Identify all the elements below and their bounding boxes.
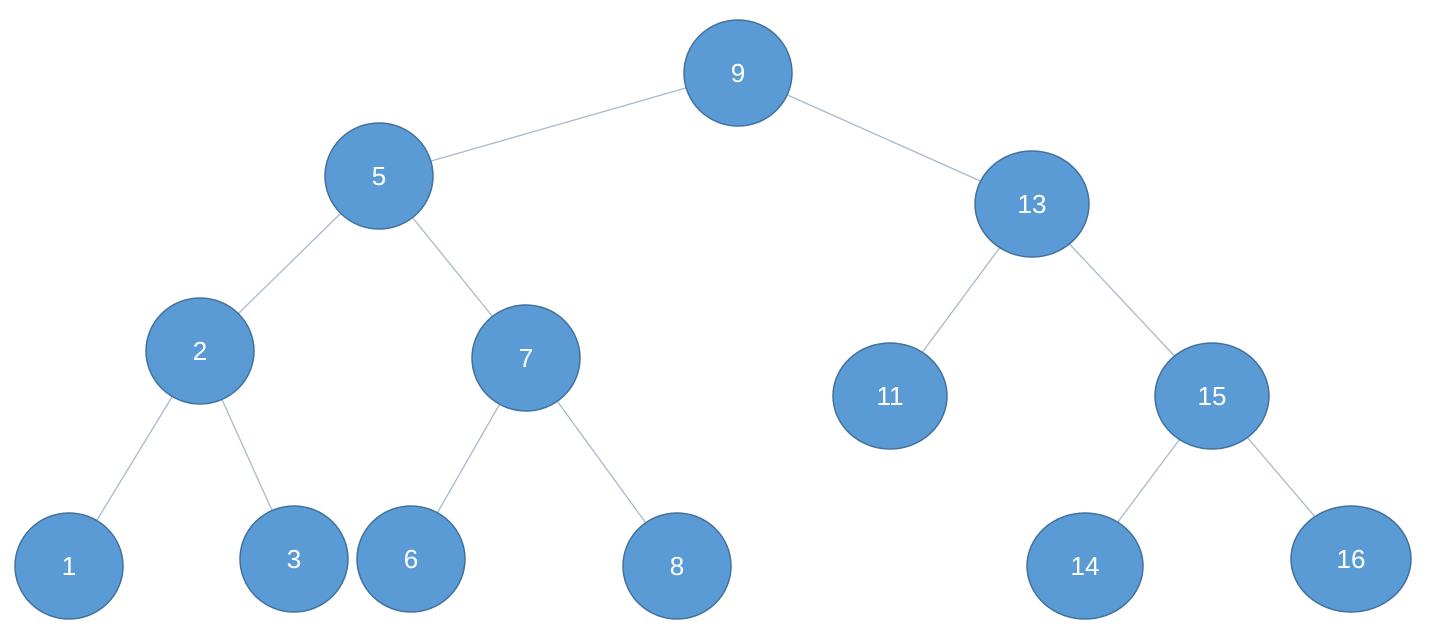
node-circle bbox=[239, 505, 349, 613]
tree-node-1: 1 bbox=[14, 512, 124, 620]
node-label: 15 bbox=[1198, 381, 1227, 411]
edge-n9-n13 bbox=[786, 94, 981, 182]
node-label: 9 bbox=[731, 58, 745, 88]
node-circle bbox=[622, 512, 732, 620]
node-circle bbox=[832, 342, 948, 450]
node-circle bbox=[14, 512, 124, 620]
edge-n13-n15 bbox=[1069, 243, 1175, 357]
tree-node-7: 7 bbox=[471, 304, 581, 412]
node-label: 5 bbox=[372, 161, 386, 191]
edge-n7-n8 bbox=[556, 400, 647, 524]
node-circle bbox=[471, 304, 581, 412]
edge-n2-n1 bbox=[96, 396, 173, 521]
tree-node-5: 5 bbox=[324, 122, 434, 230]
edge-n9-n5 bbox=[430, 87, 687, 162]
edge-n5-n7 bbox=[411, 217, 494, 317]
node-circle bbox=[1290, 505, 1412, 613]
node-label: 13 bbox=[1018, 189, 1047, 219]
tree-node-16: 16 bbox=[1290, 505, 1412, 613]
tree-node-13: 13 bbox=[974, 150, 1090, 258]
edge-n7-n6 bbox=[436, 403, 501, 514]
node-label: 7 bbox=[519, 343, 533, 373]
tree-node-6: 6 bbox=[356, 505, 466, 613]
node-label: 11 bbox=[877, 381, 904, 411]
node-circle bbox=[356, 505, 466, 613]
node-label: 6 bbox=[404, 544, 418, 574]
node-label: 1 bbox=[62, 551, 76, 581]
node-label: 14 bbox=[1071, 551, 1100, 581]
node-circle bbox=[974, 150, 1090, 258]
tree-node-2: 2 bbox=[145, 297, 255, 405]
tree-node-15: 15 bbox=[1154, 342, 1270, 450]
tree-edges bbox=[96, 87, 1316, 524]
edge-n15-n14 bbox=[1117, 439, 1181, 523]
node-circle bbox=[683, 19, 793, 127]
tree-node-11: 11 bbox=[832, 342, 948, 450]
tree-node-9: 9 bbox=[683, 19, 793, 127]
edge-n2-n3 bbox=[221, 399, 273, 511]
node-circle bbox=[324, 122, 434, 230]
edge-n13-n11 bbox=[921, 247, 1001, 353]
node-label: 8 bbox=[670, 551, 684, 581]
edge-n15-n16 bbox=[1246, 437, 1316, 518]
edge-n5-n2 bbox=[237, 212, 342, 315]
tree-node-14: 14 bbox=[1026, 512, 1144, 620]
tree-node-3: 3 bbox=[239, 505, 349, 613]
node-circle bbox=[1026, 512, 1144, 620]
node-label: 3 bbox=[287, 544, 301, 574]
node-circle bbox=[1154, 342, 1270, 450]
node-label: 16 bbox=[1337, 544, 1366, 574]
tree-node-8: 8 bbox=[622, 512, 732, 620]
node-label: 2 bbox=[193, 336, 207, 366]
node-circle bbox=[145, 297, 255, 405]
